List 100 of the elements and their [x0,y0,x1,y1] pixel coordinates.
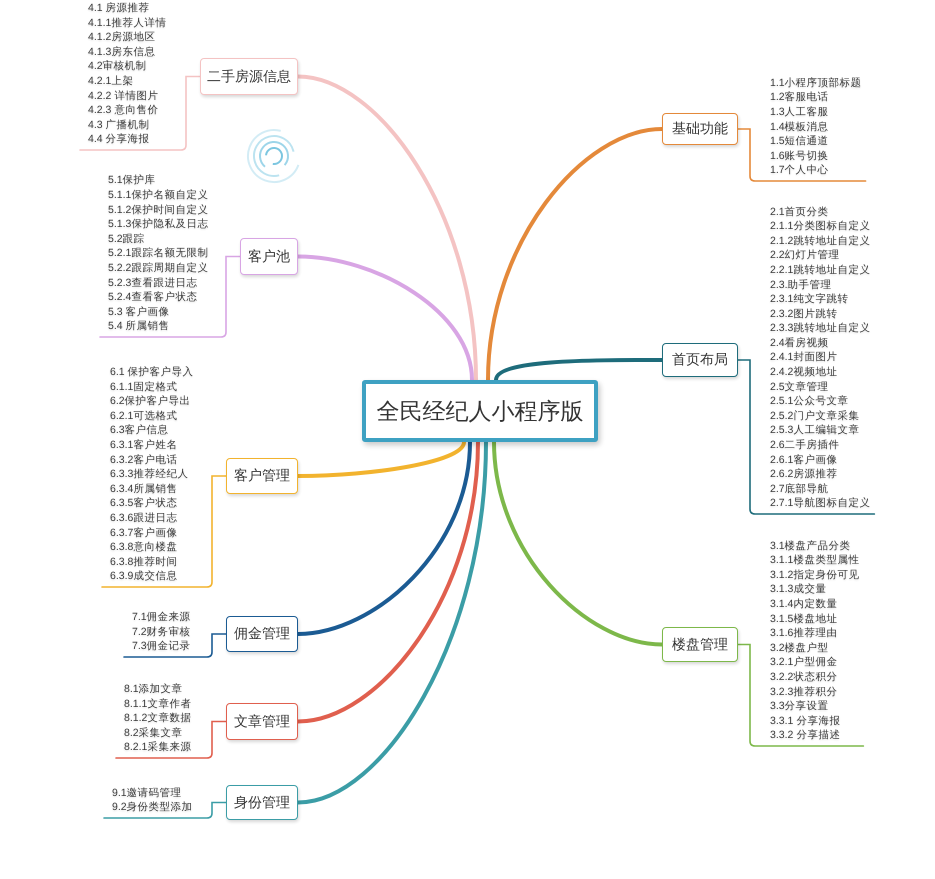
list-item: 3.3.2 分享描述 [770,728,842,743]
list-item: 7.2财务审核 [132,624,191,640]
list-item: 1.6账号切换 [770,148,830,164]
topic-box: 身份管理 [226,785,298,820]
list-item: 5.2.3查看跟进日志 [108,276,198,290]
list-item: 8.2.1采集来源 [124,740,192,755]
list-item: 2.6二手房插件 [770,438,841,453]
list-item: 2.3.2图片跳转 [770,306,838,322]
list-item: 3.1.5楼盘地址 [770,612,838,626]
list-item: 2.7.1导航图标自定义 [770,496,870,511]
list-item: 8.2采集文章 [124,726,184,740]
list-item: 3.1.1楼盘类型属性 [770,553,860,568]
list-item: 1.3人工客服 [770,105,830,120]
list-item: 2.1.1分类图标自定义 [770,219,870,234]
list-item: 5.4 所属销售 [108,319,171,334]
list-item: 3.1.4内定数量 [770,597,838,612]
list-item: 2.6.1客户画像 [770,452,838,468]
list-item: 2.3.1纯文字跳转 [770,292,850,307]
list-item: 6.3.9成交信息 [110,569,178,584]
bracket-line [737,644,864,747]
central-topic-box: 全民经纪人小程序版 [362,380,598,442]
list-item: 2.5.1公众号文章 [770,394,850,409]
list-item: 6.3.7客户画像 [110,526,178,540]
list-item: 4.1.2房源地区 [88,30,156,45]
list-item: 5.1.2保护时间自定义 [108,202,208,218]
bracket-line [101,475,227,588]
topic-box: 首页布局 [662,343,738,377]
list-item: 2.3.3跳转地址自定义 [770,321,870,336]
list-item: 4.2.1上架 [88,74,134,89]
list-item: 3.1楼盘产品分类 [770,538,852,554]
list-item: 5.2.4查看客户状态 [108,290,198,305]
list-item: 4.2审核机制 [88,59,148,74]
list-item: 6.3.8意向楼盘 [110,540,178,555]
list-item: 6.3.4所属销售 [110,482,178,496]
list-item: 3.1.3成交量 [770,582,828,598]
list-item: 5.2.2跟踪周期自定义 [108,261,208,276]
topic-box: 楼盘管理 [662,627,738,662]
list-item: 1.1小程序顶部标题 [770,76,862,90]
list-item: 1.5短信通道 [770,134,830,149]
topic-box: 文章管理 [226,703,298,740]
list-item: 9.1邀请码管理 [112,786,183,800]
list-item: 3.1.2指定身份可见 [770,568,860,582]
list-item: 2.4看房视频 [770,336,830,350]
topic-box: 基础功能 [662,113,738,145]
bracket-line [737,128,866,182]
bracket-line [79,76,201,151]
list-item: 9.2身份类型添加 [112,800,193,815]
topic-box: 二手房源信息 [200,58,298,95]
list-item: 3.2.1户型佣金 [770,655,838,670]
list-item: 2.2幻灯片管理 [770,248,841,263]
list-item: 1.4模板消息 [770,120,830,134]
list-item: 2.6.2房源推荐 [770,467,838,482]
list-item: 8.1.2文章数据 [124,711,192,726]
list-item: 4.2.3 意向售价 [88,103,160,118]
curved-line [296,74,478,382]
list-item: 4.4 分享海报 [88,132,151,147]
list-item: 4.1 房源推荐 [88,1,151,16]
list-item: 6.3.2客户电话 [110,452,178,468]
curved-line [296,440,488,804]
curved-line [296,254,474,382]
list-item: 2.1.2跳转地址自定义 [770,234,870,248]
list-item: 6.1.1固定格式 [110,380,178,394]
list-item: 6.3.3推荐经纪人 [110,467,190,482]
list-item: 8.1.1文章作者 [124,696,192,712]
bracket-line [737,359,876,515]
curved-line [486,127,664,382]
list-item: 3.3.1 分享海报 [770,714,842,728]
list-item: 2.3.助手管理 [770,278,833,292]
curved-line [494,358,664,382]
list-item: 6.3.6跟进日志 [110,511,178,526]
bracket-line [115,720,227,759]
curved-line [296,440,480,724]
list-item: 4.1.3房东信息 [88,44,156,60]
list-item: 3.2.3推荐积分 [770,684,838,700]
list-item: 6.3.8推荐时间 [110,554,178,570]
list-item: 3.3分享设置 [770,699,830,714]
curved-line [296,440,472,636]
bracket-line [103,802,227,819]
topic-box: 客户管理 [226,458,298,494]
curved-line [492,440,664,646]
list-item: 7.1佣金来源 [132,610,191,625]
list-item: 2.5.2门户文章采集 [770,408,860,424]
list-item: 6.3.5客户状态 [110,496,178,512]
list-item: 2.7底部导航 [770,482,830,496]
list-item: 1.7个人中心 [770,163,830,178]
list-item: 3.2楼盘户型 [770,640,830,656]
list-item: 6.2保护客户导出 [110,394,192,409]
list-item: 8.1添加文章 [124,682,184,697]
list-item: 5.2跟踪 [108,232,146,246]
list-item: 2.4.2视频地址 [770,365,838,380]
list-item: 3.2.2状态积分 [770,670,838,685]
list-item: 4.1.1推荐人详情 [88,16,166,30]
list-item: 6.3客户信息 [110,423,170,438]
list-item: 4.2.2 详情图片 [88,88,160,104]
list-item: 2.1首页分类 [770,204,830,220]
curved-line [296,440,466,478]
bracket-line [123,633,227,658]
list-item: 6.1 保护客户导入 [110,365,194,380]
bracket-line [99,256,241,338]
list-item: 5.1.3保护隐私及日志 [108,217,208,232]
